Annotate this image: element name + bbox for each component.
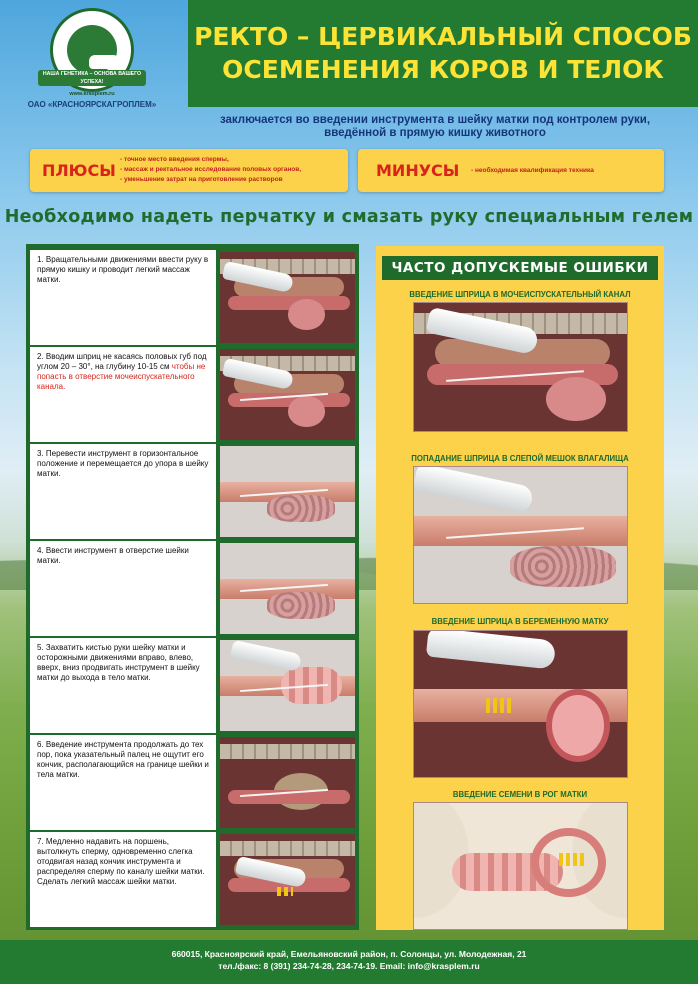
step-illustration (220, 349, 355, 440)
pros-item: - точное место введения спермы, (120, 156, 229, 163)
errors-title: ЧАСТО ДОПУСКЕМЫЕ ОШИБКИ (382, 256, 658, 280)
pros-item: - массаж и ректальное исследование полов… (120, 166, 302, 173)
subtitle-line-1: заключается во введении инструмента в ше… (219, 114, 651, 126)
step-card: 3. Перевести инструмент в горизонтальное… (30, 444, 355, 539)
footer: 660015, Красноярский край, Емельяновский… (0, 940, 698, 984)
logo-website: www.krasplem.ru (69, 91, 115, 97)
cons-label: МИНУСЫ (376, 161, 460, 180)
error-caption: ВВЕДЕНИЕ ШПРИЦА В МОЧЕИСПУСКАТЕЛЬНЫЙ КАН… (409, 290, 631, 299)
step-card: 1. Вращательными движениями ввести руку … (30, 250, 355, 345)
cons-item: - необходимая квалификация техника (471, 167, 594, 174)
step-warning: чтобы не попасть в отверстие мочеиспуска… (37, 362, 206, 391)
step-text: 1. Вращательными движениями ввести руку … (30, 250, 216, 345)
step-description: 7. Медленно надавить на поршень, вытолкн… (37, 837, 205, 886)
pros-label: ПЛЮСЫ (42, 161, 116, 180)
step-text: 3. Перевести инструмент в горизонтальное… (30, 444, 216, 539)
error-illustration (413, 802, 628, 930)
step-card: 6. Введение инструмента продолжать до те… (30, 735, 355, 830)
page-title: РЕКТО – ЦЕРВИКАЛЬНЫЙ СПОСОБ ОСЕМЕНЕНИЯ К… (188, 20, 698, 86)
step-description: 1. Вращательными движениями ввести руку … (37, 255, 209, 284)
yellow-arrows (486, 698, 512, 713)
semen-marker (558, 853, 585, 866)
page-subtitle: заключается во введении инструмента в ше… (186, 114, 684, 140)
step-text: 4. Ввести инструмент в отверстие шейки м… (30, 541, 216, 636)
step-description: 4. Ввести инструмент в отверстие шейки м… (37, 546, 189, 565)
step-card: 4. Ввести инструмент в отверстие шейки м… (30, 541, 355, 636)
title-banner: РЕКТО – ЦЕРВИКАЛЬНЫЙ СПОСОБ ОСЕМЕНЕНИЯ К… (188, 0, 698, 107)
intestine-folds (267, 495, 335, 523)
footer-address: 660015, Красноярский край, Емельяновский… (171, 949, 527, 959)
step-description: 2. Вводим шприц не касаясь половых губ п… (37, 352, 207, 371)
pros-box: ПЛЮСЫ - точное место введения спермы, - … (30, 149, 348, 192)
company-logo: НАША ГЕНЕТИКА – ОСНОВА ВАШЕГО УСПЕХА! ww… (0, 0, 184, 114)
footer-contacts: тел./факс: 8 (391) 234-74-28, 234-74-19.… (218, 961, 480, 971)
glove-instruction: Необходимо надеть перчатку и смазать рук… (4, 207, 694, 227)
intestine-folds (509, 545, 617, 587)
step-illustration (220, 446, 355, 537)
step-description: 3. Перевести инструмент в горизонтальное… (37, 449, 209, 478)
error-caption: ВВЕДЕНИЕ СЕМЕНИ В РОГ МАТКИ (452, 790, 588, 799)
organization-name: ОАО «КРАСНОЯРСКАГРОПЛЕМ» (27, 100, 157, 109)
error-illustration (413, 466, 628, 604)
error-illustration (413, 302, 628, 432)
title-line-2: ОСЕМЕНЕНИЯ КОРОВ И ТЕЛОК (222, 55, 664, 84)
pregnant-uterus (546, 689, 610, 763)
step-illustration (220, 737, 355, 828)
logo-inner-circle (67, 25, 123, 75)
logo-ribbon-text: НАША ГЕНЕТИКА – ОСНОВА ВАШЕГО УСПЕХА! (42, 71, 142, 85)
errors-panel: ЧАСТО ДОПУСКЕМЫЕ ОШИБКИ ВВЕДЕНИЕ ШПРИЦА … (376, 246, 664, 930)
spine-shape (220, 744, 355, 759)
steps-panel: 1. Вращательными движениями ввести руку … (26, 244, 359, 930)
subtitle-line-2: введённой в прямую кишку животного (324, 127, 546, 139)
step-text: 2. Вводим шприц не касаясь половых губ п… (30, 347, 216, 442)
title-line-1: РЕКТО – ЦЕРВИКАЛЬНЫЙ СПОСОБ (194, 22, 692, 51)
error-illustration (413, 630, 628, 778)
step-text: 5. Захватить кистью руки шейку матки и о… (30, 638, 216, 733)
step-illustration (220, 543, 355, 634)
step-illustration (220, 252, 355, 343)
cons-box: МИНУСЫ - необходимая квалификация техник… (358, 149, 664, 192)
error-caption: ПОПАДАНИЕ ШПРИЦА В СЛЕПОЙ МЕШОК ВЛАГАЛИЩ… (411, 454, 629, 463)
error-caption: ВВЕДЕНИЕ ШПРИЦА В БЕРЕМЕННУЮ МАТКУ (431, 617, 609, 626)
step-illustration (220, 640, 355, 731)
semen-marker (276, 886, 293, 896)
uterus-shape (287, 299, 326, 331)
pros-item: - уменьшение затрат на приготовление рас… (120, 176, 283, 183)
uterus-shape (287, 396, 326, 428)
intestine-folds (267, 592, 335, 620)
step-illustration (220, 834, 355, 925)
step-text: 6. Введение инструмента продолжать до те… (30, 735, 216, 830)
step-card: 7. Медленно надавить на поршень, вытолкн… (30, 832, 355, 927)
logo-ribbon: НАША ГЕНЕТИКА – ОСНОВА ВАШЕГО УСПЕХА! (38, 70, 146, 86)
spine-shape (220, 841, 355, 856)
step-description: 6. Введение инструмента продолжать до те… (37, 740, 209, 779)
pros-list: - точное место введения спермы, - массаж… (120, 155, 301, 185)
step-text: 7. Медленно надавить на поршень, вытолкн… (30, 832, 216, 927)
cons-list: - необходимая квалификация техника (471, 166, 594, 176)
step-card: 2. Вводим шприц не касаясь половых губ п… (30, 347, 355, 442)
step-card: 5. Захватить кистью руки шейку матки и о… (30, 638, 355, 733)
uterus-shape (546, 377, 606, 421)
cow-icon (89, 55, 123, 69)
step-description: 5. Захватить кистью руки шейку матки и о… (37, 643, 200, 682)
uterine-horn (531, 828, 606, 898)
